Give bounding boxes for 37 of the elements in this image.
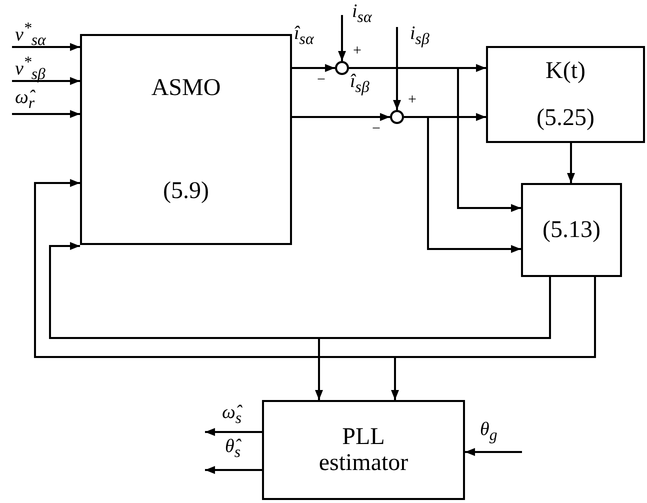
sign-label: −	[372, 122, 380, 137]
block-title: (5.13)	[542, 216, 600, 244]
block-box	[262, 400, 465, 500]
block-box	[486, 46, 645, 143]
signal-label: θ̂$_{s}$	[225, 437, 241, 461]
signal-label: î$_{sα}$	[294, 24, 314, 48]
arrow	[393, 27, 401, 110]
arrow	[315, 277, 551, 400]
sign-label: −	[317, 73, 326, 88]
arrow	[391, 277, 596, 400]
arrow	[12, 43, 80, 51]
arrow	[205, 428, 262, 436]
signal-label: i$_{sα}$	[352, 2, 372, 26]
arrow	[12, 77, 80, 85]
signal-label: î$_{sβ}$	[350, 72, 370, 96]
signal-label: i$_{sβ}$	[410, 24, 430, 48]
arrow	[338, 15, 346, 61]
block-box	[80, 34, 292, 245]
arrow	[292, 113, 390, 121]
block-title: PLL estimator	[318, 424, 410, 476]
block-title: K(t)	[546, 58, 586, 84]
equation-number: (5.9)	[163, 178, 209, 204]
equation-number: (5.25)	[536, 104, 594, 131]
arrow	[404, 116, 521, 253]
sign-label: +	[408, 93, 416, 108]
arrow	[12, 110, 80, 118]
signal-label: ω̂$_{r}$	[15, 88, 35, 112]
block-title: ASMO	[151, 74, 221, 101]
arrow	[567, 143, 575, 183]
signal-label: θ$_{g}$	[480, 420, 498, 444]
arrow	[205, 466, 262, 474]
signal-label: ω̂$_{s}$	[222, 403, 242, 427]
sign-label: +	[353, 44, 362, 59]
block-box	[521, 183, 622, 277]
arrow	[349, 67, 521, 212]
arrow	[292, 64, 335, 72]
arrow	[465, 448, 522, 456]
